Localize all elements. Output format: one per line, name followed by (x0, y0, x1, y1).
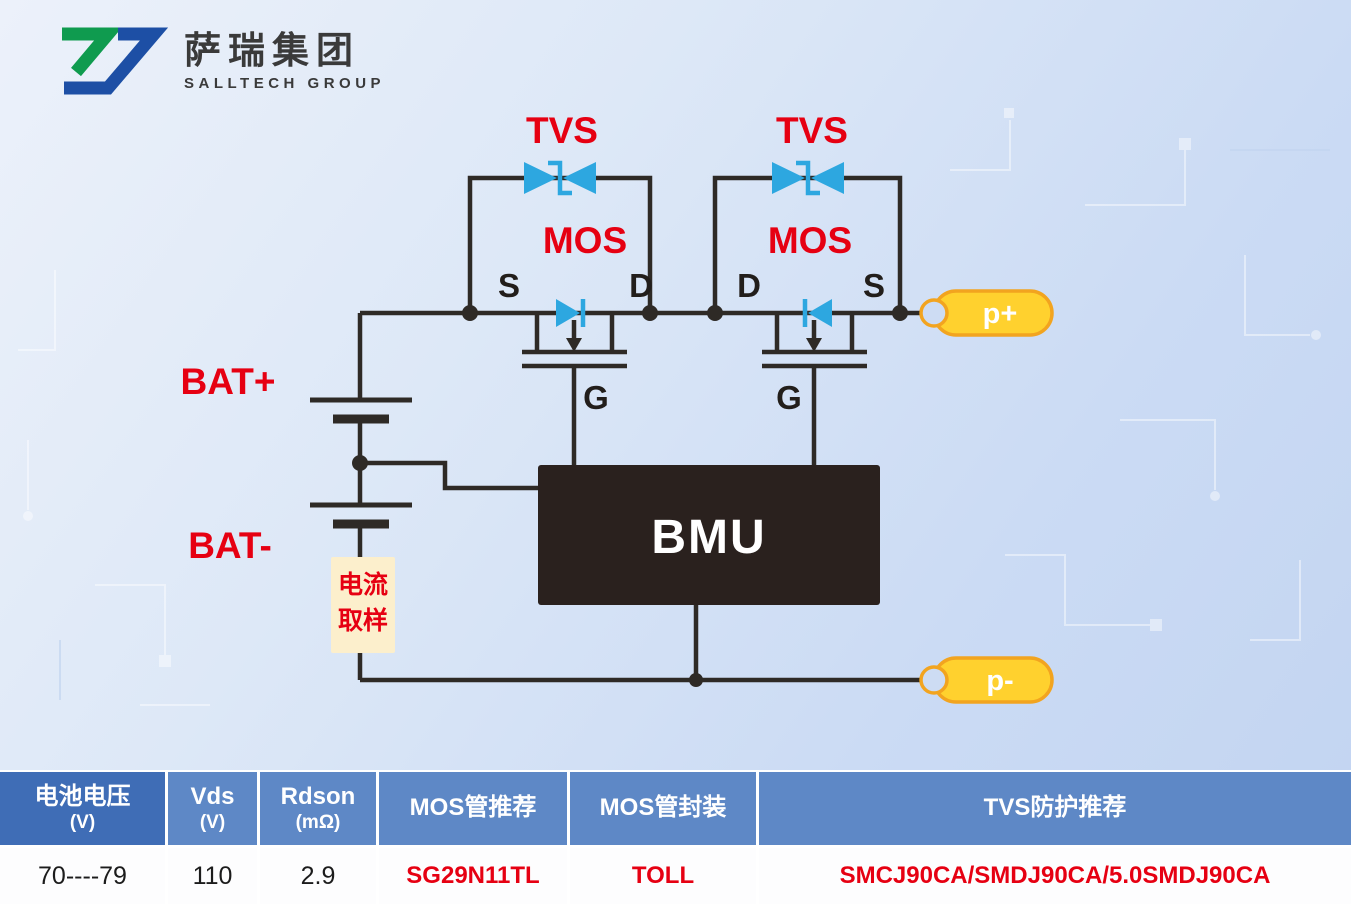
logo-text: 萨瑞集团 SALLTECH GROUP (184, 30, 385, 93)
cell-battery-voltage: 70----79 (0, 848, 165, 904)
tvs-triangle (524, 162, 557, 194)
header-line1: Vds (190, 782, 235, 810)
cell-vds: 110 (168, 848, 257, 904)
header-line1: TVS防护推荐 (983, 794, 1127, 822)
current-sample-line1: 电流 (338, 571, 388, 599)
tvs-diode-right (772, 160, 844, 196)
drain-right-label: D (737, 267, 761, 304)
logo-green-shape (62, 27, 122, 77)
tvs-triangle (811, 162, 844, 194)
tvs-triangle (563, 162, 596, 194)
p-minus-tag: p- (919, 656, 1054, 704)
col-header-tvs-recommendation: TVS防护推荐 (759, 772, 1351, 845)
col-header-battery-voltage: 电池电压 (V) (0, 772, 165, 845)
logo-blue-shape (64, 27, 168, 95)
company-logo: 萨瑞集团 SALLTECH GROUP (50, 22, 385, 100)
header-line1: Rdson (280, 782, 356, 810)
mos-arrow-head (806, 338, 822, 352)
spec-table: 电池电压 (V) Vds (V) Rdson (mΩ) MOS管推荐 MOS管封… (0, 770, 1351, 904)
tvs-triangle (772, 162, 805, 194)
source-right-label: S (863, 267, 885, 304)
header-line1: MOS管推荐 (409, 794, 537, 822)
mosfet-right (762, 299, 867, 369)
tvs-bar (548, 160, 572, 196)
junction-dot (707, 305, 723, 321)
mosfet-left (522, 299, 627, 369)
junction-dot (352, 455, 368, 471)
col-header-mos-package: MOS管封装 (570, 772, 756, 845)
bat-plus-label: BAT+ (181, 361, 276, 402)
header-line2: (V) (199, 812, 226, 834)
logo-mark-icon (62, 27, 168, 95)
cell-rdson: 2.9 (260, 848, 376, 904)
circuit-diagram: BMU 电流 取样 p+ p- TVS TVS MOS MOS S D D S … (181, 110, 1054, 704)
p-minus-label: p- (986, 665, 1013, 697)
junction-dot (462, 305, 478, 321)
header-line2: (mΩ) (295, 812, 341, 834)
p-minus-notch (919, 665, 949, 695)
junction-dot (892, 305, 908, 321)
header-line1: 电池电压 (34, 782, 131, 810)
tvs-right-label: TVS (776, 110, 848, 151)
body-diode-triangle (808, 299, 832, 327)
gate-left-label: G (583, 379, 609, 416)
mos-arrow-head (566, 338, 582, 352)
logo-name-en: SALLTECH GROUP (184, 75, 386, 93)
header-line2: (V) (69, 812, 96, 834)
junction-dots (352, 305, 908, 687)
tvs-bar (796, 160, 820, 196)
battery-cell-top (310, 397, 412, 424)
trace-group (18, 108, 1330, 706)
p-plus-notch (919, 298, 949, 328)
tvs-left-label: TVS (526, 110, 598, 151)
gate-right-label: G (776, 379, 802, 416)
current-sample-line2: 取样 (338, 606, 388, 635)
bmu-block (538, 465, 880, 605)
col-header-mos-recommendation: MOS管推荐 (379, 772, 567, 845)
drain-left-label: D (629, 267, 653, 304)
junction-dot (642, 305, 658, 321)
cell-mos-part: SG29N11TL (379, 848, 567, 904)
col-header-vds: Vds (V) (168, 772, 257, 845)
mos-left-label: MOS (543, 220, 627, 261)
cell-mos-package: TOLL (570, 848, 756, 904)
logo-name-cn: 萨瑞集团 (184, 29, 360, 71)
junction-dot (689, 673, 703, 687)
current-sample-bg (331, 557, 395, 653)
mos-right-label: MOS (768, 220, 852, 261)
body-diode-triangle (556, 299, 580, 327)
cell-tvs-parts: SMCJ90CA/SMDJ90CA/5.0SMDJ90CA (759, 848, 1351, 904)
bmu-label: BMU (651, 511, 766, 564)
bat-minus-label: BAT- (188, 525, 272, 566)
tvs-diode-left (524, 160, 596, 196)
p-plus-label: p+ (983, 298, 1018, 330)
col-header-rdson: Rdson (mΩ) (260, 772, 376, 845)
header-line1: MOS管封装 (599, 794, 727, 822)
source-left-label: S (498, 267, 520, 304)
current-sample-box: 电流 取样 (331, 557, 395, 653)
p-plus-tag: p+ (919, 289, 1054, 337)
battery-cell-bottom (310, 502, 412, 529)
bmu-sense-wire (360, 460, 538, 491)
